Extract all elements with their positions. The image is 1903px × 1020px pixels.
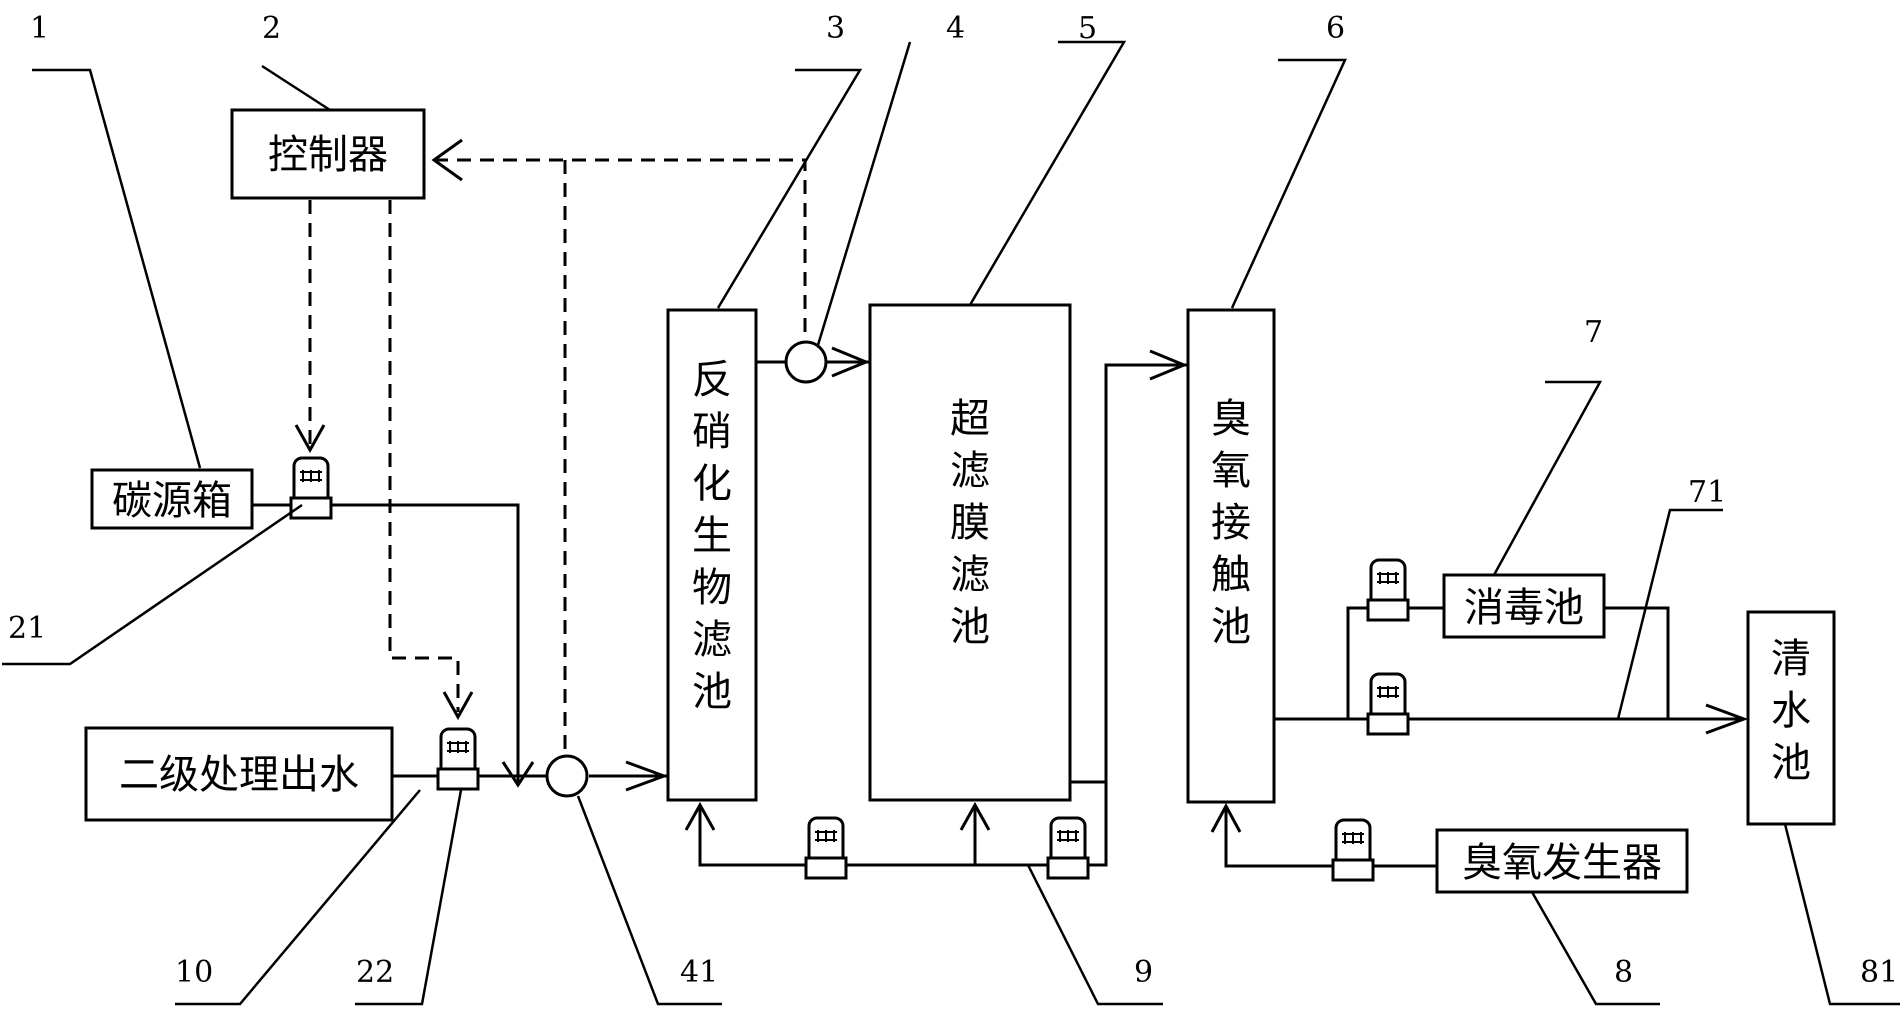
ultrafiltration-char: 超 — [950, 396, 990, 442]
denitrification-char: 物 — [692, 565, 732, 611]
ref-number: 4 — [946, 11, 965, 46]
ref-number: 6 — [1326, 11, 1345, 46]
ref-number: 9 — [1134, 955, 1153, 990]
pump-icon — [1046, 816, 1090, 880]
denitrification-char: 化 — [692, 461, 732, 507]
ref-number: 8 — [1614, 955, 1633, 990]
valve-icon — [784, 340, 828, 384]
ozone-generator: 臭氧发生器 — [1435, 828, 1689, 894]
ozone-contact-char: 氧 — [1211, 448, 1251, 494]
ozone-contact-char: 臭 — [1211, 396, 1251, 442]
denitrification-char: 反 — [692, 357, 732, 403]
ozone-contact-char: 池 — [1211, 604, 1251, 650]
denitrification-biofilter: 反 硝 化 生 物 滤 池 — [666, 308, 758, 802]
ref-number: 2 — [262, 11, 281, 46]
disinfection-tank-label: 消毒池 — [1464, 585, 1584, 631]
valve-icon — [545, 754, 589, 798]
carbon-source-tank-label: 碳源箱 — [112, 478, 232, 524]
ozone-contact-tank: 臭 氧 接 触 池 — [1186, 308, 1276, 804]
disinfection-tank: 消毒池 — [1442, 573, 1606, 639]
reference-numbers: 1 2 3 4 5 6 7 71 21 10 22 41 9 8 81 — [8, 11, 1898, 990]
pump-icon — [1366, 558, 1410, 622]
secondary-effluent-label: 二级处理出水 — [119, 752, 359, 798]
ozone-contact-char: 触 — [1211, 552, 1251, 598]
clear-water-char: 池 — [1771, 740, 1811, 786]
ultrafiltration-membrane-tank: 超 滤 膜 滤 池 — [868, 303, 1072, 802]
ref-number: 5 — [1078, 11, 1097, 46]
ref-number: 7 — [1584, 315, 1603, 350]
clear-water-char: 清 — [1771, 636, 1811, 682]
denitrification-char: 滤 — [692, 617, 732, 663]
controller: 控制器 — [230, 108, 426, 200]
denitrification-char: 硝 — [692, 409, 732, 455]
clear-water-char: 水 — [1771, 688, 1811, 734]
pump-icon — [1366, 672, 1410, 736]
ref-number: 41 — [680, 955, 718, 990]
ref-number: 71 — [1688, 475, 1726, 510]
pump-icon — [804, 816, 848, 880]
denitrification-char: 生 — [692, 513, 732, 559]
ultrafiltration-char: 滤 — [950, 448, 990, 494]
controller-label: 控制器 — [268, 132, 388, 178]
ref-number: 10 — [175, 955, 213, 990]
ref-number: 1 — [30, 11, 49, 46]
ref-number: 22 — [356, 955, 394, 990]
leader-lines — [2, 40, 1900, 1006]
pump-icon — [1331, 818, 1375, 882]
carbon-source-tank: 碳源箱 — [90, 468, 254, 530]
ultrafiltration-char: 池 — [950, 604, 990, 650]
pump-icon — [436, 727, 480, 791]
ultrafiltration-char: 滤 — [950, 552, 990, 598]
ref-number: 81 — [1860, 955, 1898, 990]
secondary-effluent: 二级处理出水 — [84, 726, 394, 822]
clear-water-tank: 清 水 池 — [1746, 610, 1836, 826]
ref-number: 21 — [8, 611, 46, 646]
denitrification-char: 池 — [692, 669, 732, 715]
ultrafiltration-char: 膜 — [950, 500, 990, 546]
ref-number: 3 — [826, 11, 845, 46]
ozone-generator-label: 臭氧发生器 — [1462, 840, 1662, 886]
ozone-contact-char: 接 — [1211, 500, 1251, 546]
